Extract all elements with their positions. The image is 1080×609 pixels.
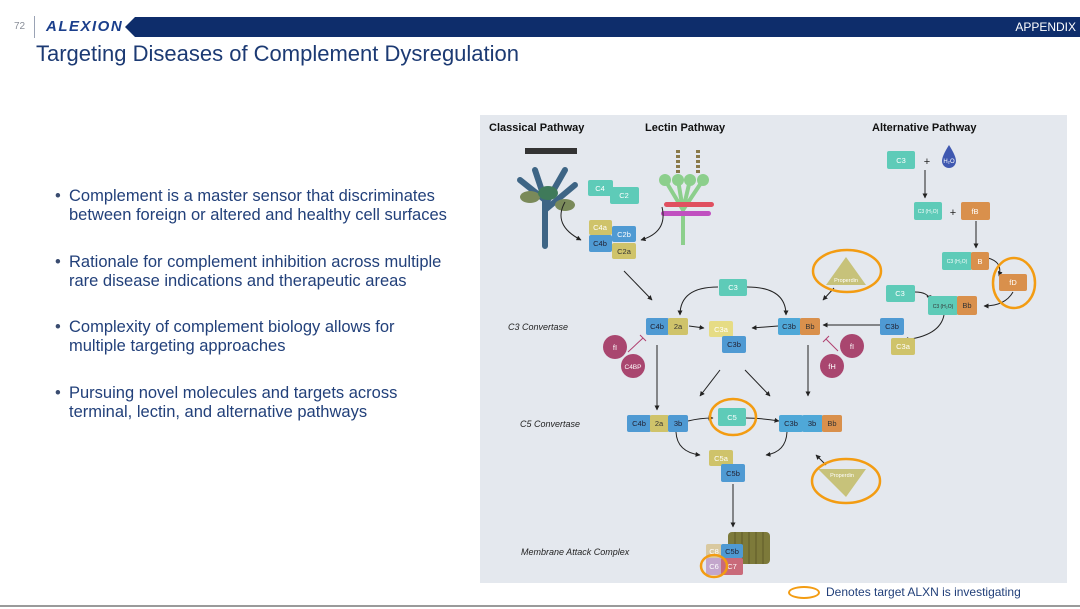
node-c4b-conv: C4b (650, 322, 664, 331)
divider (34, 16, 35, 38)
node-c2a: C2a (617, 247, 632, 256)
page-title: Targeting Diseases of Complement Dysregu… (36, 41, 520, 66)
target-ring-properdin-bottom (810, 457, 882, 505)
legend-text: Denotes target ALXN is investigating (826, 585, 1021, 599)
node-c5b: C5b (726, 469, 740, 478)
node-fi-left: fI (613, 343, 617, 352)
node-c4bp: C4BP (625, 364, 642, 371)
target-ring-c5 (708, 397, 758, 437)
properdin-triangle-icon (826, 257, 866, 285)
inhibition-lines (627, 334, 839, 353)
node-c3-alt: C3 (896, 156, 906, 165)
node-c5c-3b2: 3b (808, 419, 816, 428)
node-c3-top: C3 (728, 283, 738, 292)
target-rings (699, 248, 1037, 579)
plus-sign: + (950, 207, 956, 219)
mac-label: Membrane Attack Complex (521, 547, 630, 557)
node-b: B (977, 257, 982, 266)
plus-sign: + (924, 156, 930, 168)
node-c4: C4 (595, 184, 605, 193)
node-mac-c6: C6 (709, 562, 719, 571)
header-band (125, 17, 1080, 37)
bullet-item: Pursuing novel molecules and targets acr… (55, 384, 455, 423)
lectin-mbl-icon (659, 150, 714, 245)
node-c5: C5 (727, 413, 737, 422)
node-c5c-3b: 3b (674, 419, 682, 428)
node-c3-alt2: C3 (895, 289, 905, 298)
properdin-triangle-icon (818, 469, 866, 497)
node-c5c-2a: 2a (655, 419, 664, 428)
node-c3b-mid: C3b (727, 340, 741, 349)
node-c2: C2 (619, 191, 629, 200)
node-fd: fD (1009, 278, 1017, 287)
alternative-pathway-heading: Alternative Pathway (872, 122, 977, 134)
node-properdin-top: Properdin (834, 278, 858, 284)
node-fb: fB (971, 207, 978, 216)
node-c5a: C5a (714, 454, 729, 463)
node-2a-conv: 2a (674, 322, 683, 331)
target-ring-fd (991, 256, 1037, 310)
diagram-panel (480, 115, 1067, 583)
node-bb-alt: Bb (962, 301, 971, 310)
node-properdin-bottom: Properdin (830, 473, 854, 479)
node-fh: fH (828, 362, 836, 371)
node-mac-c5b: C5b (725, 547, 739, 556)
node-c3b-alt: C3b (885, 322, 899, 331)
section-label: APPENDIX (1015, 20, 1076, 34)
page-number: 72 (14, 21, 26, 32)
node-mac-c7: C7 (727, 562, 737, 571)
node-c4a: C4a (593, 223, 608, 232)
bullet-list: Complement is a master sensor that discr… (55, 187, 455, 449)
node-c3a-alt: C3a (896, 342, 911, 351)
node-h2o: H₂O (943, 159, 955, 165)
water-drop-icon (942, 145, 956, 168)
complement-pathway-diagram: Classical Pathway Lectin Pathway Alterna… (480, 115, 1067, 583)
node-c4b: C4b (593, 239, 607, 248)
footer-divider (0, 605, 1080, 607)
node-c2b: C2b (617, 230, 631, 239)
node-fi-right: fI (850, 342, 854, 351)
bullet-item: Complement is a master sensor that discr… (55, 187, 455, 226)
node-c5c-bb: Bb (827, 419, 836, 428)
bullet-item: Complexity of complement biology allows … (55, 318, 455, 357)
legend: Denotes target ALXN is investigating (788, 585, 1021, 599)
c5-convertase-label: C5 Convertase (520, 419, 580, 429)
c3-convertase-label: C3 Convertase (508, 322, 568, 332)
target-ring-icon (788, 585, 820, 599)
target-ring-c6 (699, 553, 729, 579)
lectin-pathway-heading: Lectin Pathway (645, 122, 726, 134)
bullet-item: Rationale for complement inhibition acro… (55, 253, 455, 292)
alexion-logo: ALEXION (46, 18, 124, 35)
node-c3h2o-b: C3 (H₂O) (947, 259, 968, 265)
node-bb-conv: Bb (805, 322, 814, 331)
node-c3a: C3a (714, 325, 729, 334)
node-c5c-c3b: C3b (784, 419, 798, 428)
target-ring-properdin-top (811, 248, 883, 294)
classical-pathway-heading: Classical Pathway (489, 122, 585, 134)
antibody-icon (517, 148, 578, 249)
node-c3b-conv: C3b (782, 322, 796, 331)
node-c5c-c4b: C4b (632, 419, 646, 428)
node-c3h2o-bb: C3 (H₂O) (933, 304, 954, 310)
node-mac-c8: C8 (709, 547, 719, 556)
node-c3h2o: C3 (H₂O) (918, 209, 939, 215)
